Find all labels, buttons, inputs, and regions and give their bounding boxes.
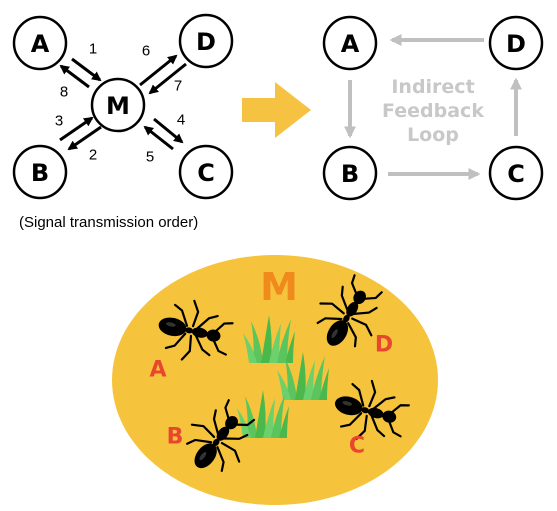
ant-label-a: A <box>149 358 166 383</box>
medium-ellipse <box>112 255 438 505</box>
signal-node-a-label: A <box>31 30 50 58</box>
signal-diagram: 1 2 3 4 5 6 7 8 A B C D M (Signa <box>12 13 234 231</box>
order-number-3: 3 <box>55 113 63 130</box>
medium-label: M <box>260 265 298 309</box>
signal-node-b-label: B <box>31 159 49 187</box>
feedback-node-c-label: C <box>507 160 525 188</box>
order-number-5: 5 <box>146 149 154 166</box>
feedback-node-a-label: A <box>341 30 360 58</box>
signal-node-c: C <box>178 144 234 200</box>
arrow-a-to-m <box>71 57 102 82</box>
order-number-8: 8 <box>60 84 68 101</box>
loop-label-line-1: Indirect <box>391 76 474 98</box>
arrow-d-to-m <box>148 62 187 95</box>
signal-node-d-label: D <box>196 28 216 56</box>
feedback-node-b-label: B <box>341 160 359 188</box>
transition-arrow <box>242 82 311 138</box>
order-number-6: 6 <box>142 43 150 60</box>
order-number-7: 7 <box>174 78 182 95</box>
arrow-c-to-m <box>143 125 174 151</box>
signal-hub-m: M <box>90 77 146 133</box>
feedback-node-b: B <box>322 145 378 201</box>
signal-hub-m-label: M <box>106 92 130 120</box>
signal-node-c-label: C <box>197 159 215 187</box>
arrow-m-to-a <box>59 64 90 89</box>
signal-caption: (Signal transmission order) <box>19 214 198 231</box>
feedback-node-c: C <box>488 145 544 201</box>
order-number-4: 4 <box>177 112 185 129</box>
order-number-1: 1 <box>89 41 97 58</box>
ant-label-b: B <box>167 425 184 450</box>
feedback-arrows <box>344 34 522 180</box>
arrow-m-to-d <box>139 54 178 87</box>
signal-arrows <box>59 54 187 151</box>
ant-scene: M A B C D <box>112 255 438 505</box>
signal-node-d: D <box>178 13 234 69</box>
ant-label-c: C <box>349 434 365 459</box>
order-number-2: 2 <box>89 147 97 164</box>
feedback-diagram: Indirect Feedback Loop A B C D <box>322 15 544 201</box>
signal-order-numbers: 1 2 3 4 5 6 7 8 <box>55 41 185 166</box>
loop-label-line-2: Feedback <box>382 100 484 122</box>
arrow-m-to-c <box>153 117 184 144</box>
feedback-node-a: A <box>322 15 378 71</box>
signal-node-b: B <box>12 144 68 200</box>
arrow-b-to-m <box>59 116 94 142</box>
signal-node-a: A <box>12 15 68 71</box>
ant-label-d: D <box>375 333 393 358</box>
loop-label-line-3: Loop <box>407 124 459 146</box>
arrow-m-to-b <box>67 125 102 151</box>
feedback-node-d: D <box>488 15 544 71</box>
feedback-node-d-label: D <box>506 30 526 58</box>
